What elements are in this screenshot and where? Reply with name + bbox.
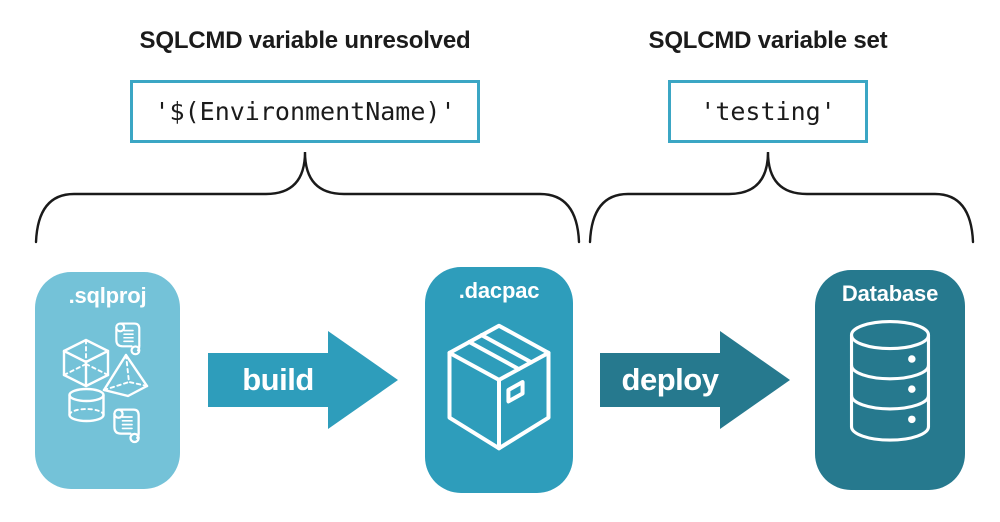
deploy-arrow-polygon xyxy=(600,331,790,429)
script-scroll-icon xyxy=(115,322,141,356)
build-arrow-polygon xyxy=(208,331,398,429)
code-box-resolved: 'testing' xyxy=(668,80,868,143)
stage-label-database: Database xyxy=(841,281,939,306)
code-unresolved-value: '$(EnvironmentName)' xyxy=(154,97,456,126)
code-box-unresolved: '$(EnvironmentName)' xyxy=(130,80,480,143)
sql-project-objects-icon xyxy=(62,322,149,444)
heading-sqlcmd-set: SQLCMD variable set xyxy=(648,27,888,54)
brace-left xyxy=(34,151,581,244)
database-dot xyxy=(908,415,916,424)
brace-right xyxy=(588,151,975,244)
stage-card-sqlproj: .sqlproj xyxy=(35,272,180,489)
stage-card-dacpac: .dacpac xyxy=(425,267,573,493)
package-box-icon xyxy=(447,323,551,451)
pyramid-icon xyxy=(102,353,149,398)
database-cylinder-icon xyxy=(849,320,931,442)
script-scroll-icon xyxy=(113,408,140,444)
build-arrow: build xyxy=(208,331,398,429)
cylinder-icon xyxy=(68,387,105,423)
stage-label-dacpac: .dacpac xyxy=(458,278,540,303)
stage-label-sqlproj: .sqlproj xyxy=(68,283,147,308)
deploy-arrow-label: deploy xyxy=(621,362,719,397)
database-dot xyxy=(908,385,916,393)
code-resolved-value: 'testing' xyxy=(700,97,836,126)
deploy-arrow-shape xyxy=(600,331,790,429)
stage-card-database: Database xyxy=(815,270,965,490)
heading-sqlcmd-unresolved: SQLCMD variable unresolved xyxy=(139,27,471,54)
build-arrow-shape xyxy=(208,331,398,429)
build-arrow-label: build xyxy=(242,362,314,397)
database-dot xyxy=(908,355,916,363)
deploy-arrow: deploy xyxy=(600,331,790,429)
cube-icon xyxy=(62,338,110,388)
